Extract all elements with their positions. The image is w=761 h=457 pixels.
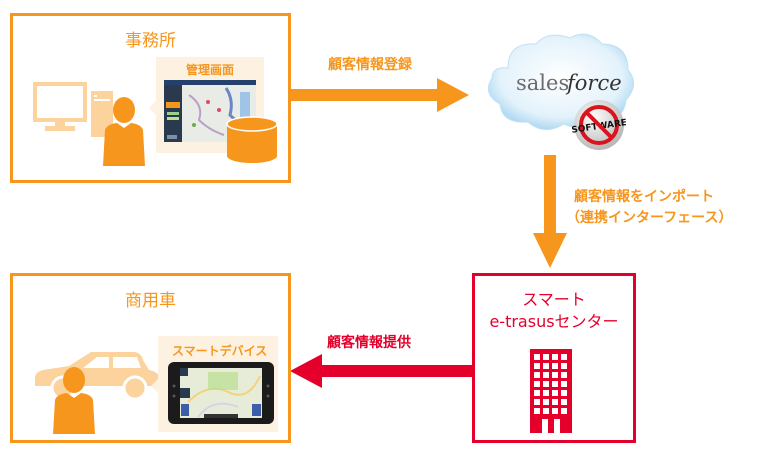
office-title: 事務所 bbox=[125, 31, 176, 51]
vehicle-title: 商用車 bbox=[125, 291, 176, 311]
admin-screen-label: 管理画面 bbox=[185, 63, 234, 77]
smart-device-label: スマートデバイス bbox=[172, 344, 268, 358]
import-arrow-label-line1: 顧客情報をインポート bbox=[574, 189, 714, 205]
register-arrow-label: 顧客情報登録 bbox=[328, 57, 412, 73]
database-icon bbox=[226, 116, 278, 163]
monitor-icon bbox=[33, 82, 87, 131]
building-window bbox=[561, 390, 567, 396]
building-window bbox=[543, 399, 549, 405]
e-trasus-center-box: スマート e-trasusセンター bbox=[472, 273, 636, 443]
person-icon bbox=[103, 97, 145, 166]
building-window bbox=[534, 399, 540, 405]
building-window bbox=[552, 363, 558, 369]
building-window bbox=[534, 381, 540, 387]
center-title-line1: スマート bbox=[522, 290, 586, 309]
building-window bbox=[543, 408, 549, 414]
office-box: 事務所 管理画面 bbox=[10, 13, 291, 183]
building-window bbox=[543, 390, 549, 396]
building-window bbox=[552, 381, 558, 387]
admin-pointer bbox=[149, 101, 156, 115]
provide-arrow bbox=[290, 354, 473, 388]
building-window bbox=[543, 354, 549, 360]
building-window bbox=[543, 381, 549, 387]
building-window bbox=[534, 363, 540, 369]
salesforce-text-force: force bbox=[565, 71, 622, 95]
import-arrow-label-line2: （連携インターフェース） bbox=[566, 210, 733, 226]
pc-tower-icon bbox=[91, 91, 113, 137]
building-window bbox=[561, 363, 567, 369]
vehicle-box: 商用車 スマートデバイス bbox=[10, 273, 291, 443]
person-icon bbox=[53, 367, 95, 434]
building-window bbox=[534, 354, 540, 360]
center-title-line2: e-trasusセンター bbox=[489, 312, 619, 331]
building-window bbox=[561, 399, 567, 405]
building-icon bbox=[530, 349, 572, 433]
salesforce-text-sales: sales bbox=[516, 71, 569, 95]
register-arrow bbox=[291, 78, 469, 112]
building-window bbox=[552, 399, 558, 405]
provide-arrow-label: 顧客情報提供 bbox=[327, 335, 411, 351]
smart-device-panel: スマートデバイス bbox=[158, 336, 278, 432]
building-window bbox=[543, 363, 549, 369]
building-window bbox=[561, 381, 567, 387]
no-software-badge-icon: SOFTWARE bbox=[572, 100, 626, 150]
building-window bbox=[552, 354, 558, 360]
building-window bbox=[561, 408, 567, 414]
device-pointer bbox=[151, 379, 158, 393]
building-window bbox=[534, 372, 540, 378]
building-window bbox=[552, 408, 558, 414]
import-arrow bbox=[533, 155, 567, 268]
building-window bbox=[543, 372, 549, 378]
building-window bbox=[561, 354, 567, 360]
building-window bbox=[552, 390, 558, 396]
tablet-device-image bbox=[168, 362, 274, 424]
building-window bbox=[534, 390, 540, 396]
building-window bbox=[552, 372, 558, 378]
building-window bbox=[534, 408, 540, 414]
building-window bbox=[561, 372, 567, 378]
